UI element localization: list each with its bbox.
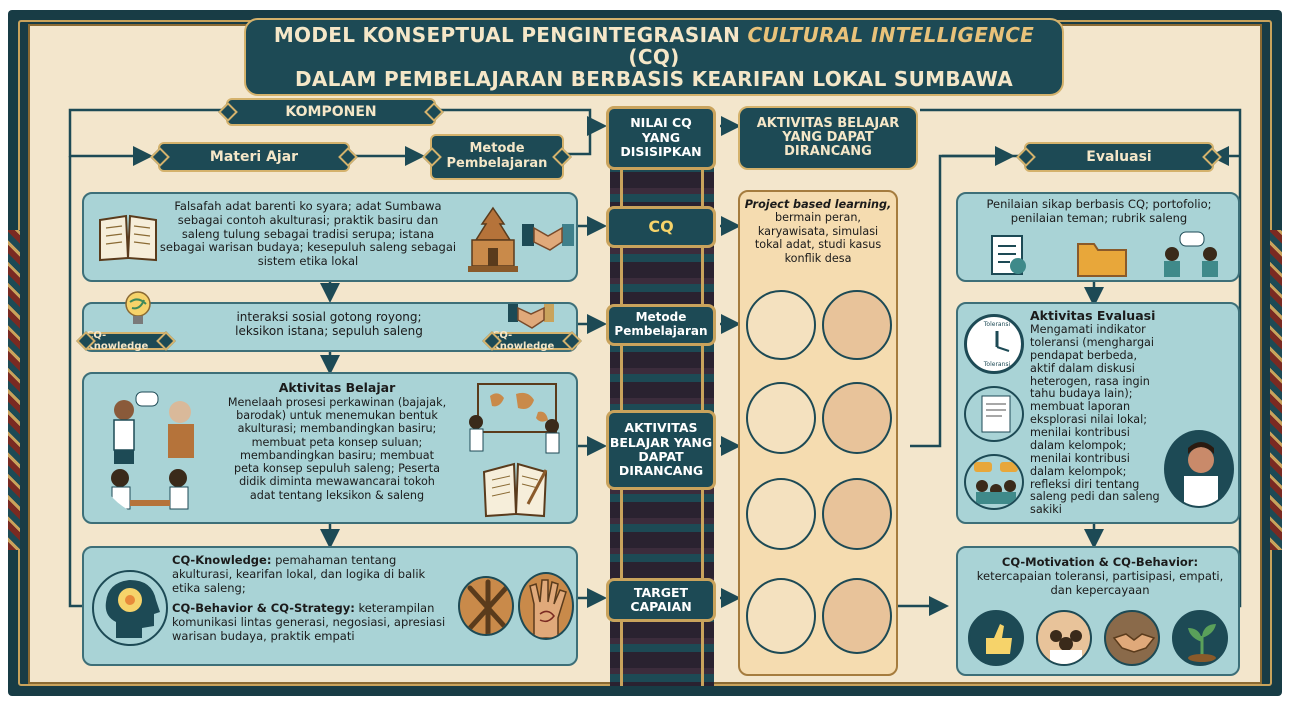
cq-motivation-text: CQ-Motivation & CQ-Behavior: ketercapaia…	[968, 555, 1232, 597]
cq-knowledge-label: CQ-Knowledge:	[172, 553, 272, 567]
aktivitas-header: AKTIVITAS BELAJAR YANG DAPAT DIRANCANG	[738, 106, 918, 170]
interaksi-text: interaksi sosial gotong royong; leksikon…	[235, 310, 423, 339]
materi-text: Falsafah adat barenti ko syara; adat Sum…	[159, 199, 457, 269]
lightbulb-globe-icon	[118, 288, 158, 328]
cq-motivation-box: CQ-Motivation & CQ-Behavior: ketercapaia…	[956, 546, 1240, 676]
notebook-icon	[480, 460, 550, 518]
aktivitas-belajar-title: Aktivitas Belajar	[278, 380, 396, 395]
cq-knowledge-badge-left: CQ-Knowledge	[84, 330, 168, 352]
aktivitas-list-box: Project based learning, bermain peran, k…	[738, 190, 898, 676]
interaksi-box: CQ-Knowledge interaksi sosial gotong roy…	[82, 291, 578, 352]
thumbs-up-icon	[968, 610, 1024, 666]
head-brain-icon	[92, 570, 168, 646]
chat-icon	[1156, 230, 1226, 280]
left-pattern	[8, 230, 20, 550]
materi-ajar-tag: Materi Ajar	[158, 142, 350, 172]
diagram-canvas: MODEL KONSEPTUAL PENGINTEGRASIAN CULTURA…	[28, 18, 1262, 686]
aktivitas-list-description: bermain peran, karyawisata, simulasi tok…	[754, 211, 882, 265]
mask-scene	[822, 290, 892, 360]
materi-box: Falsafah adat barenti ko syara; adat Sum…	[82, 192, 578, 282]
report-illustration	[964, 386, 1024, 442]
title-line-1: MODEL KONSEPTUAL PENGINTEGRASIAN CULTURA…	[273, 23, 1035, 69]
aktivitas-list-text: Project based learning, bermain peran, k…	[744, 198, 892, 265]
diagram-frame: MODEL KONSEPTUAL PENGINTEGRASIAN CULTURA…	[8, 10, 1282, 696]
discussion-scene	[746, 478, 816, 550]
folder-icon	[1076, 236, 1128, 278]
pbl-label: Project based learning,	[744, 198, 892, 211]
book-icon	[96, 212, 160, 262]
cq-outcome-box: CQ-Knowledge: pemahaman tentang akultura…	[82, 546, 578, 666]
temple-visit-scene	[746, 382, 816, 454]
metode-center-box: Metode Pembelajaran	[606, 304, 716, 346]
aktivitas-evaluasi-text: Mengamati indikator toleransi (mengharga…	[1030, 323, 1160, 517]
cq-motivation-description: ketercapaian toleransi, partisipasi, emp…	[976, 568, 1224, 597]
cq-behavior-description: keterampilan komunikasi lintas generasi,…	[172, 601, 446, 643]
aktivitas-belajar-box: Aktivitas Belajar Menelaah prosesi perka…	[82, 372, 578, 524]
penilaian-box: Penilaian sikap berbasis CQ; portofolio;…	[956, 192, 1240, 282]
group-scene	[822, 478, 892, 550]
checklist-icon	[988, 232, 1028, 278]
handshake-icon	[508, 298, 554, 332]
handshake-icon	[522, 216, 574, 256]
connector-lines	[68, 108, 1242, 616]
student-thinking-icon	[1164, 430, 1234, 508]
handshake-icon	[1104, 610, 1160, 666]
title-banner: MODEL KONSEPTUAL PENGINTEGRASIAN CULTURA…	[244, 18, 1064, 96]
gallery-scene	[822, 382, 892, 454]
aktivitas-center-box: AKTIVITAS BELAJAR YANG DAPAT DIRANCANG	[606, 410, 716, 490]
students-illustration	[94, 382, 224, 518]
clock-icon: Toleransi Toleransi	[964, 314, 1024, 374]
sprout-icon	[1172, 610, 1228, 666]
aktivitas-evaluasi-title: Aktivitas Evaluasi	[1030, 308, 1156, 323]
clock-label-top: Toleransi	[983, 321, 1011, 328]
group-icon	[964, 454, 1024, 510]
aktivitas-belajar-text: Menelaah prosesi perkawinan (bajajak, ba…	[227, 396, 447, 502]
temple-icon	[464, 204, 522, 274]
cq-knowledge-text: CQ-Knowledge: pemahaman tentang akultura…	[172, 553, 452, 595]
hands-icon	[518, 572, 574, 640]
cq-cycle-icon: CQ	[648, 216, 674, 236]
community-icon	[1036, 610, 1092, 666]
cq-motivation-label: CQ-Motivation & CQ-Behavior:	[1001, 555, 1199, 569]
cq-behavior-label: CQ-Behavior & CQ-Strategy:	[172, 601, 355, 615]
hands-icon	[458, 576, 514, 636]
evaluasi-tag: Evaluasi	[1024, 142, 1214, 172]
student-speaking-scene	[822, 578, 892, 654]
target-center-box: TARGET CAPAIAN	[606, 578, 716, 622]
classroom-scene-1	[746, 290, 816, 360]
cq-knowledge-description: pemahaman tentang akulturasi, kearifan l…	[172, 553, 426, 595]
cq-box: CQ	[606, 206, 716, 248]
map-icon	[468, 382, 560, 454]
cq-knowledge-badge-right: CQ-Knowledge	[490, 330, 574, 352]
title-line-2: DALAM PEMBELAJARAN BERBASIS KEARIFAN LOK…	[294, 67, 1014, 91]
aktivitas-evaluasi-box: Toleransi Toleransi Aktivitas Evaluasi M…	[956, 302, 1240, 524]
students-scene	[746, 578, 816, 654]
komponen-tag: KOMPONEN	[226, 98, 436, 126]
clock-label-bottom: Toleransi	[983, 361, 1011, 368]
penilaian-text: Penilaian sikap berbasis CQ; portofolio;…	[986, 197, 1212, 225]
cq-behavior-text: CQ-Behavior & CQ-Strategy: keterampilan …	[172, 601, 452, 643]
nilai-cq-box: NILAI CQ YANG DISISIPKAN	[606, 106, 716, 170]
right-pattern	[1270, 230, 1282, 550]
metode-tag: Metode Pembelajaran	[430, 134, 564, 180]
